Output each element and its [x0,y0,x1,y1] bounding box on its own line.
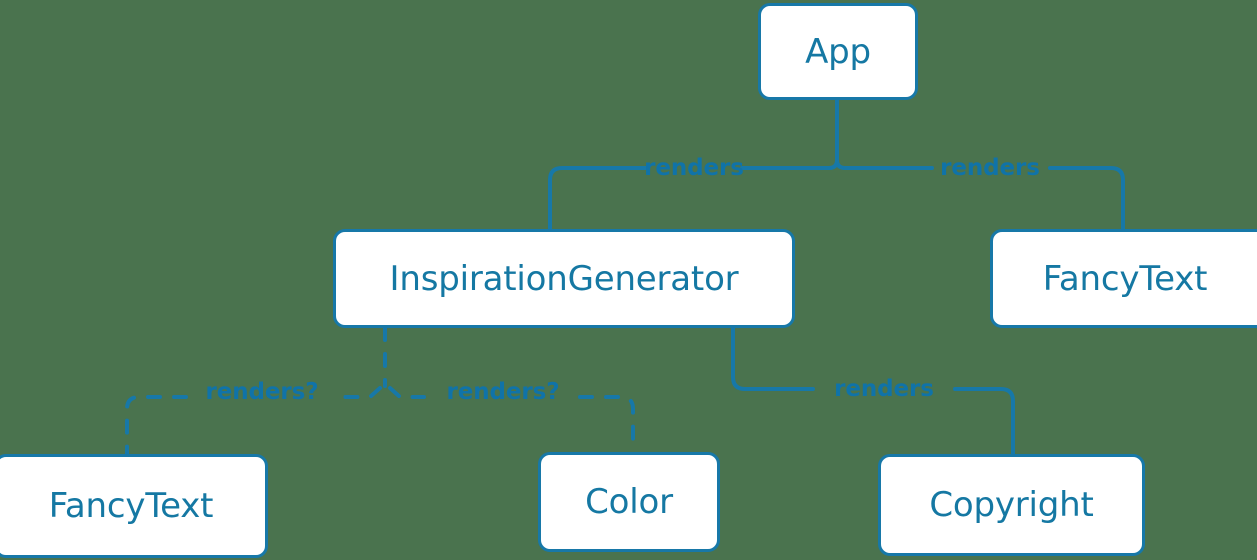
node-app[interactable]: App [758,3,918,100]
node-copyright-label: Copyright [929,485,1094,525]
edge-app-to-fancytext [843,166,1125,231]
edge-label-inspirationgenerator-to-color: renders? [446,379,560,405]
node-copyright[interactable]: Copyright [878,454,1145,556]
node-color[interactable]: Color [538,452,720,552]
edge-inspirationgenerator-to-color-dashed [388,386,635,454]
edge-label-inspirationgenerator-to-copyright: renders [834,376,934,402]
node-inspiration-generator[interactable]: InspirationGenerator [333,229,795,328]
node-color-label: Color [585,482,673,522]
edge-inspirationgenerator-to-copyright [731,326,1015,456]
edge-inspirationgenerator-to-fancytext-dashed [125,386,382,456]
node-inspiration-generator-label: InspirationGenerator [389,258,739,299]
node-fancytext-bottom-label: FancyText [48,486,214,526]
edge-app-to-inspirationgenerator [548,166,831,231]
edge-label-app-to-inspirationgenerator: renders [644,155,744,181]
edge-label-inspirationgenerator-to-fancytext: renders? [205,379,319,405]
node-fancytext-right[interactable]: FancyText [990,229,1257,328]
node-app-label: App [805,31,871,72]
node-fancytext-bottom[interactable]: FancyText [0,454,268,558]
edge-label-app-to-fancytext: renders [940,155,1040,181]
node-fancytext-right-label: FancyText [1042,258,1208,299]
edge-app-trunk-left [827,98,839,170]
